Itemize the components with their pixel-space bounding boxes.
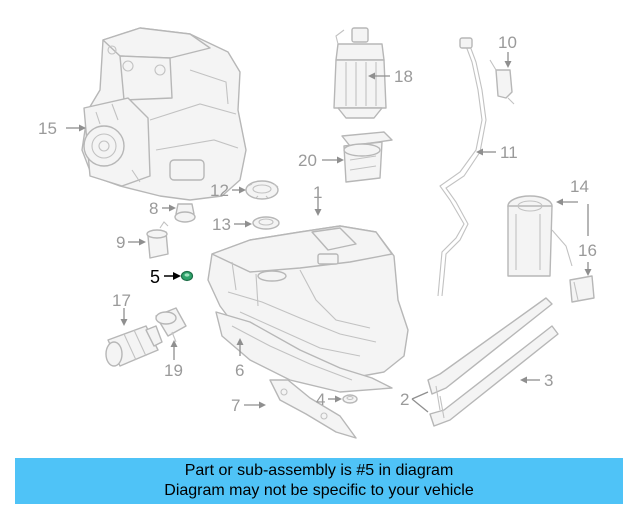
callout-5: 5: [150, 267, 160, 287]
heat-shield-drawing: [215, 311, 393, 393]
connector-10-drawing: [489, 59, 515, 105]
callout-13: 13: [212, 215, 231, 234]
callout-20: 20: [298, 151, 317, 170]
parts-diagram: 15 18 20 12 13 8 9 5 1 17 19 6 7 4 2 3 1…: [38, 27, 597, 439]
fuel-filter-drawing: [333, 27, 387, 119]
tank-straps-drawing: [427, 297, 559, 427]
callout-6: 6: [235, 361, 244, 380]
sending-unit-drawing: [507, 195, 573, 277]
callout-14: 14: [570, 177, 589, 196]
banner-line-disclaimer: Diagram may not be specific to your vehi…: [164, 482, 474, 499]
grommet-part-5-drawing: [180, 270, 194, 282]
valve-drawing: [146, 221, 169, 259]
callout-3: 3: [544, 371, 553, 390]
callout-2: 2: [400, 390, 409, 409]
cap-drawing: [174, 203, 196, 223]
callout-15: 15: [38, 119, 57, 138]
fuel-line-drawing: [437, 37, 487, 297]
bracket-7-drawing: [269, 379, 357, 439]
callout-18: 18: [394, 67, 413, 86]
injection-pump-drawing: [81, 27, 247, 201]
callout-10: 10: [498, 33, 517, 52]
callout-11: 11: [500, 143, 518, 162]
filter-bracket-drawing: [341, 131, 393, 183]
callout-5-leader: [164, 272, 181, 280]
callout-7: 7: [231, 396, 240, 415]
callout-1: 1: [313, 183, 322, 202]
washer-drawing: [342, 394, 358, 404]
callout-4: 4: [316, 390, 325, 409]
callout-leaders: [66, 52, 592, 413]
callout-8: 8: [149, 199, 158, 218]
seal-drawing: [252, 216, 280, 230]
housing-19-drawing: [155, 307, 187, 343]
lock-ring-drawing: [245, 180, 279, 200]
callout-12: 12: [210, 181, 229, 200]
fuel-pump-17-drawing: [105, 325, 163, 367]
banner-line-part-number: Part or sub-assembly is #5 in diagram: [184, 462, 454, 479]
callout-17: 17: [112, 291, 131, 310]
callout-19: 19: [164, 361, 183, 380]
sensor-16-drawing: [569, 275, 595, 303]
info-banner: Part or sub-assembly is #5 in diagram Di…: [15, 458, 623, 504]
callout-16: 16: [578, 241, 597, 260]
callout-9: 9: [116, 233, 125, 252]
